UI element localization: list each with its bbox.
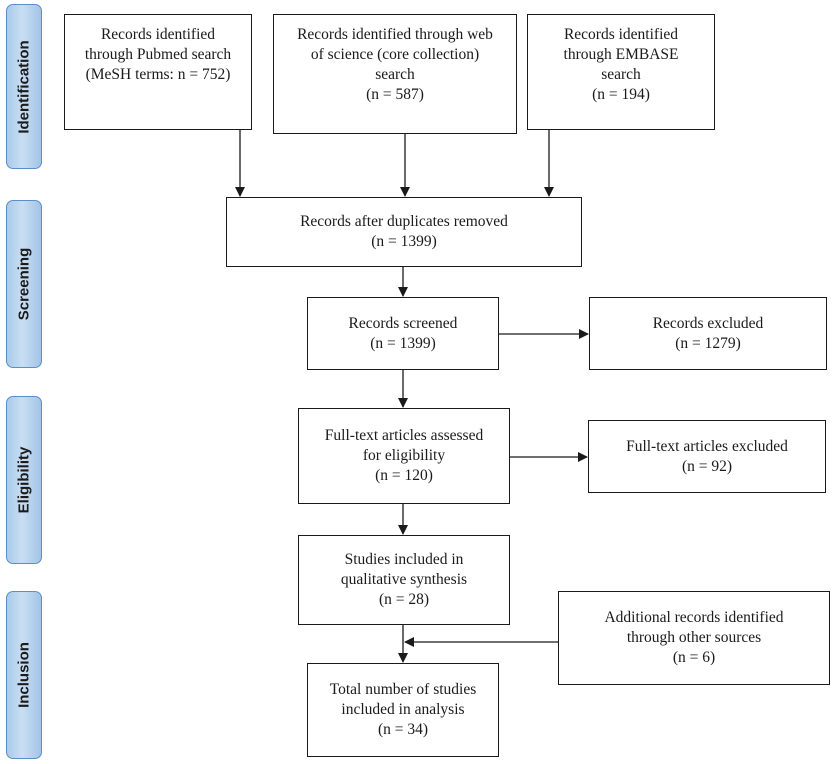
fulltext-line1: Full-text articles assessed — [324, 427, 484, 444]
additional-line2: through other sources — [626, 629, 762, 646]
box-duplicates-removed: Records after duplicates removed (n = 13… — [226, 197, 582, 267]
screened-line2: (n = 1399) — [370, 334, 436, 352]
box-additional-records: Additional records identified through ot… — [558, 591, 830, 685]
fulltext-line3: (n = 120) — [375, 467, 433, 484]
total-line1: Total number of studies — [329, 681, 477, 698]
additional-line3: (n = 6) — [672, 649, 716, 666]
phase-inclusion: Inclusion — [6, 591, 42, 759]
additional-line1: Additional records identified — [604, 609, 784, 626]
box-qualitative-synthesis: Studies included in qualitative synthesi… — [298, 535, 510, 625]
box-embase-records: Records identified through EMBASE search… — [527, 14, 715, 130]
excluded-line2: (n = 1279) — [675, 334, 741, 352]
total-line2: included in analysis — [341, 701, 465, 718]
box-fulltext-excluded: Full-text articles excluded (n = 92) — [588, 420, 826, 493]
qualitative-line2: qualitative synthesis — [340, 571, 468, 588]
wos-line1: Records identified through web — [297, 26, 493, 43]
wos-line3: search — [375, 66, 415, 83]
box-wos-records: Records identified through web of scienc… — [273, 14, 517, 134]
phase-screening: Screening — [6, 200, 42, 368]
wos-line4: (n = 587) — [366, 86, 424, 103]
embase-line3: search — [601, 66, 641, 83]
embase-line2: through EMBASE — [563, 46, 679, 63]
phase-eligibility: Eligibility — [6, 396, 42, 564]
embase-line4: (n = 194) — [592, 86, 650, 103]
qualitative-line3: (n = 28) — [378, 591, 430, 608]
excluded-line1: Records excluded — [652, 314, 764, 332]
box-pubmed-records: Records identified through Pubmed search… — [64, 14, 252, 130]
screened-line1: Records screened — [348, 314, 458, 332]
embase-line1: Records identified — [563, 26, 679, 43]
box-records-screened: Records screened (n = 1399) — [307, 297, 499, 370]
duplicates-line2: (n = 1399) — [371, 233, 437, 250]
wos-line2: of science (core collection) — [310, 46, 480, 63]
fulltext-line2: for eligibility — [362, 447, 446, 464]
duplicates-line1: Records after duplicates removed — [300, 213, 508, 230]
total-line3: (n = 34) — [377, 721, 429, 738]
box-total-studies: Total number of studies included in anal… — [307, 663, 499, 757]
box-records-excluded: Records excluded (n = 1279) — [589, 297, 827, 370]
pubmed-line1: Records identified — [100, 26, 216, 43]
box-fulltext-assessed: Full-text articles assessed for eligibil… — [298, 408, 510, 504]
phase-identification: Identification — [6, 4, 42, 169]
pubmed-line2: through Pubmed search — [84, 46, 232, 63]
fulltext-excluded-line2: (n = 92) — [681, 457, 733, 475]
qualitative-line1: Studies included in — [344, 551, 464, 568]
pubmed-line3: (MeSH terms: n = 752) — [85, 66, 231, 83]
fulltext-excluded-line1: Full-text articles excluded — [626, 437, 788, 455]
